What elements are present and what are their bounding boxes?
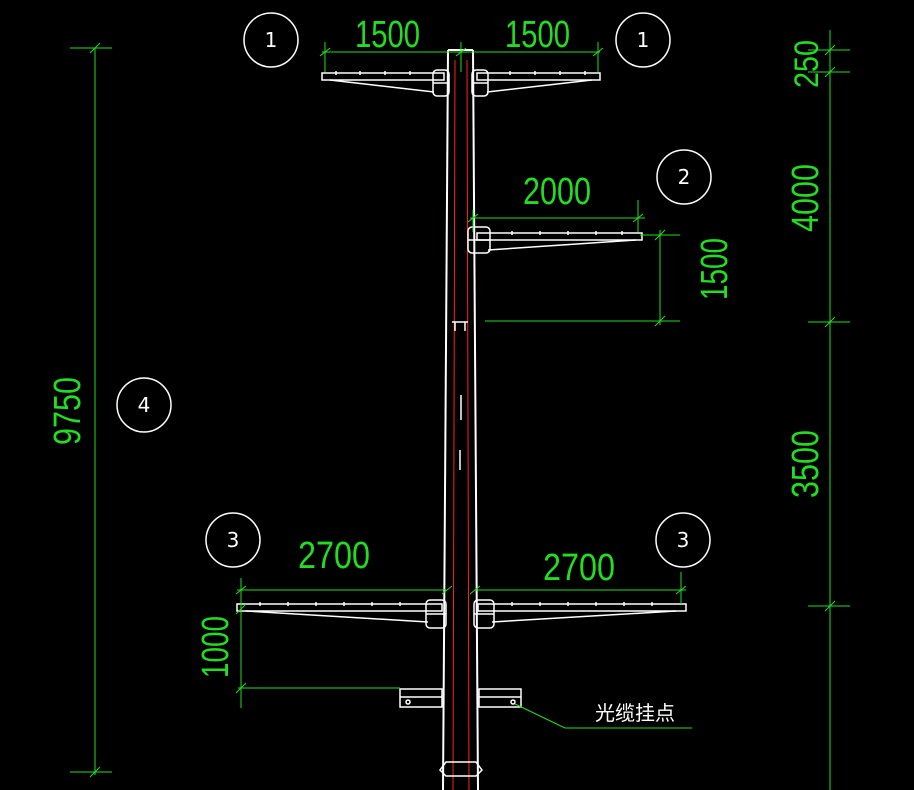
dim-right-top: 250 — [788, 40, 826, 88]
arm-pin-ticks — [259, 71, 653, 606]
reference-bubbles — [116, 12, 712, 568]
dim-bottom-left: 2700 — [298, 535, 370, 577]
dim-bottom-right: 2700 — [543, 547, 615, 589]
dim-right-low: 3500 — [785, 430, 827, 498]
mid-cross-arm — [467, 226, 643, 254]
dimension-lines — [70, 30, 850, 790]
dim-mid-drop: 1500 — [694, 238, 736, 300]
bubble-pole — [116, 377, 172, 433]
bubble-bottom-right — [655, 512, 711, 568]
bubble-mid — [656, 149, 712, 205]
pole-centerline — [452, 59, 470, 790]
dim-total-height: 9750 — [47, 377, 89, 445]
bubble-bottom-left — [205, 512, 261, 568]
bubble-label-pole: 4 — [138, 393, 151, 417]
dim-top-right: 1500 — [505, 14, 570, 56]
dim-top-left: 1500 — [355, 14, 420, 56]
dim-mid-arm: 2000 — [523, 171, 591, 213]
dim-bottom-drop: 1000 — [195, 616, 237, 678]
bottom-cross-arm — [236, 599, 687, 629]
bubble-top-right — [615, 12, 671, 68]
cable-hanging-point-note: 光缆挂点 — [595, 701, 675, 725]
bubble-labels: 1 1 2 3 3 4 — [138, 28, 691, 552]
bubble-label-top-right: 1 — [637, 28, 650, 52]
bubble-top-left — [243, 12, 299, 68]
top-cross-arm — [321, 69, 601, 97]
dimension-text: 1500 1500 2000 2700 2700 1500 1000 9750 … — [47, 14, 827, 678]
bubble-label-bottom-right: 3 — [677, 528, 690, 552]
bubble-label-mid: 2 — [678, 165, 691, 189]
bubble-label-bottom-left: 3 — [227, 528, 240, 552]
pole-details — [439, 321, 483, 777]
cable-brackets — [399, 688, 522, 708]
bubble-label-top-left: 1 — [265, 28, 278, 52]
dim-right-mid: 4000 — [785, 164, 827, 232]
